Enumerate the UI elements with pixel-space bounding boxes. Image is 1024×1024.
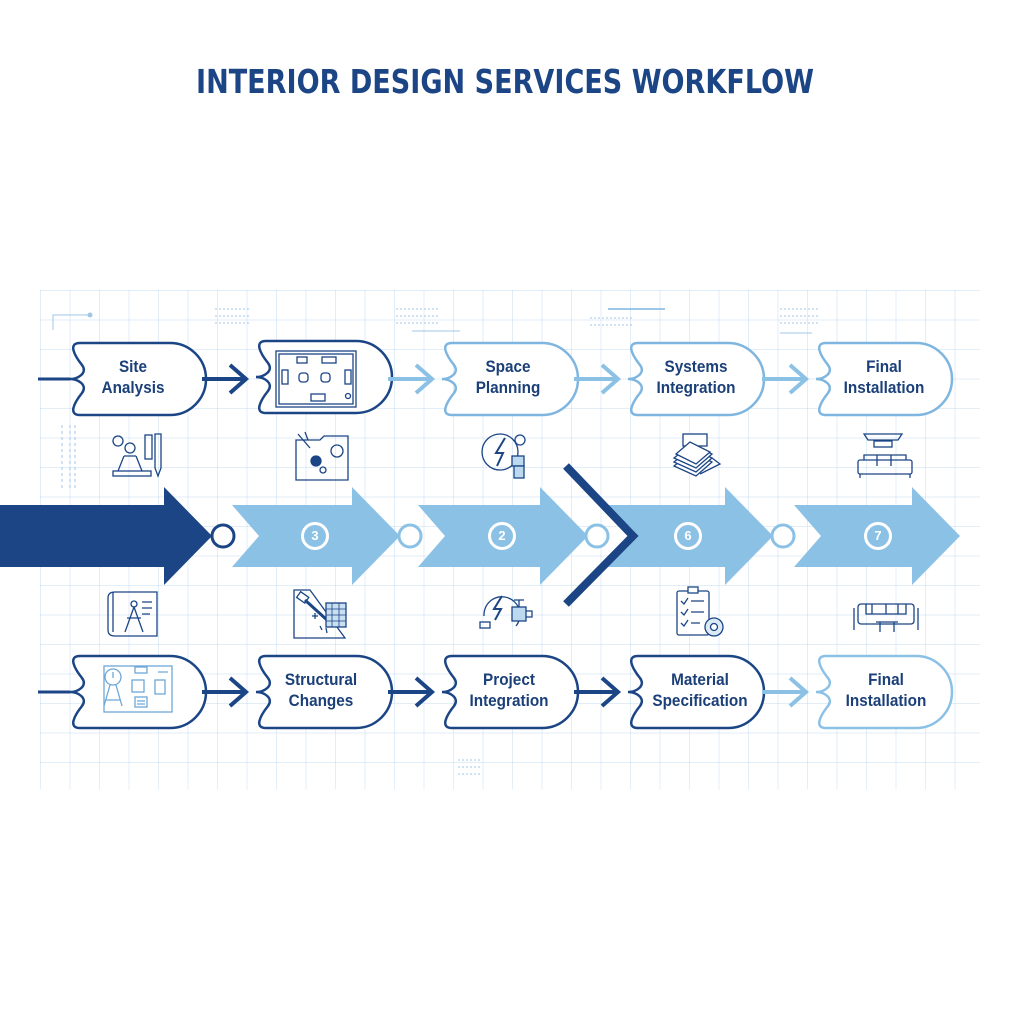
bottom-node-label-structural-changes: Structural Changes [268,669,374,711]
electrical-plumbing-icon [479,595,533,629]
top-node-label-space-planning: Space Planning [456,356,560,398]
bottom-connector-2 [388,676,436,708]
label-line-1: Material [671,670,729,689]
blueprint-compass-icon [107,591,158,637]
label-line-2: Installation [843,378,925,397]
connector-node-4 [770,523,796,549]
decorative-annotations [52,308,818,775]
label-line-2: Installation [845,691,927,710]
label-line-1: Space [485,357,531,376]
demolition-icon [295,431,349,481]
top-connector-1 [202,363,250,395]
label-line-1: Site [118,357,148,376]
middle-arrow-row [0,463,960,607]
label-line-2: Changes [288,691,354,710]
bottom-node-label-material-specification: Material Specification [639,669,761,711]
label-line-2: Analysis [101,378,165,397]
top-node-label-site-analysis: Site Analysis [84,356,183,398]
grid-fade [0,780,1024,820]
material-samples-icon [672,433,722,477]
plan-drawing-icon [103,665,173,713]
surveying-tools-icon [112,433,162,478]
top-node-label-final-installation: Final Installation [826,356,941,398]
step-number-badge: 2 [488,522,516,550]
furniture-lighting-icon [857,433,913,478]
top-connector-4 [762,363,810,395]
connector-node-3 [584,523,610,549]
bottom-row [38,654,954,730]
corner-bracket [52,314,90,330]
top-row [38,339,954,417]
label-line-1: Final [868,670,904,689]
label-line-2: Integration [656,378,736,397]
label-line-2: Integration [469,691,549,710]
label-line-2: Specification [652,691,748,710]
connector-node-1 [210,523,236,549]
step-number-badge: 6 [674,522,702,550]
step-number-badge: 7 [864,522,892,550]
bottom-node-label-project-integration: Project Integration [454,669,564,711]
sofa-table-icon [853,603,919,632]
label-line-1: Final [866,357,902,376]
electrical-systems-icon [481,433,526,479]
floor-plan-icon [275,350,357,408]
dark-chevron-marker [563,463,639,607]
bottom-node-label-final-installation: Final Installation [828,669,943,711]
top-node-label-systems-integration: Systems Integration [640,356,752,398]
construction-hammer-icon [293,589,347,639]
label-line-1: Structural [284,670,358,689]
checklist-gear-icon [676,586,724,637]
top-connector-2 [388,363,436,395]
label-line-1: Project [483,670,535,689]
bottom-connector-4 [762,676,810,708]
diagram-title: INTERIOR DESIGN SERVICES WORKFLOW [196,62,814,101]
top-connector-3 [574,363,622,395]
label-line-1: Systems [664,357,728,376]
label-line-2: Planning [475,378,541,397]
bottom-connector-3 [574,676,622,708]
step-number-badge: 3 [301,522,329,550]
start-arrow-dark [0,487,212,585]
bottom-connector-1 [202,676,250,708]
connector-node-2 [397,523,423,549]
